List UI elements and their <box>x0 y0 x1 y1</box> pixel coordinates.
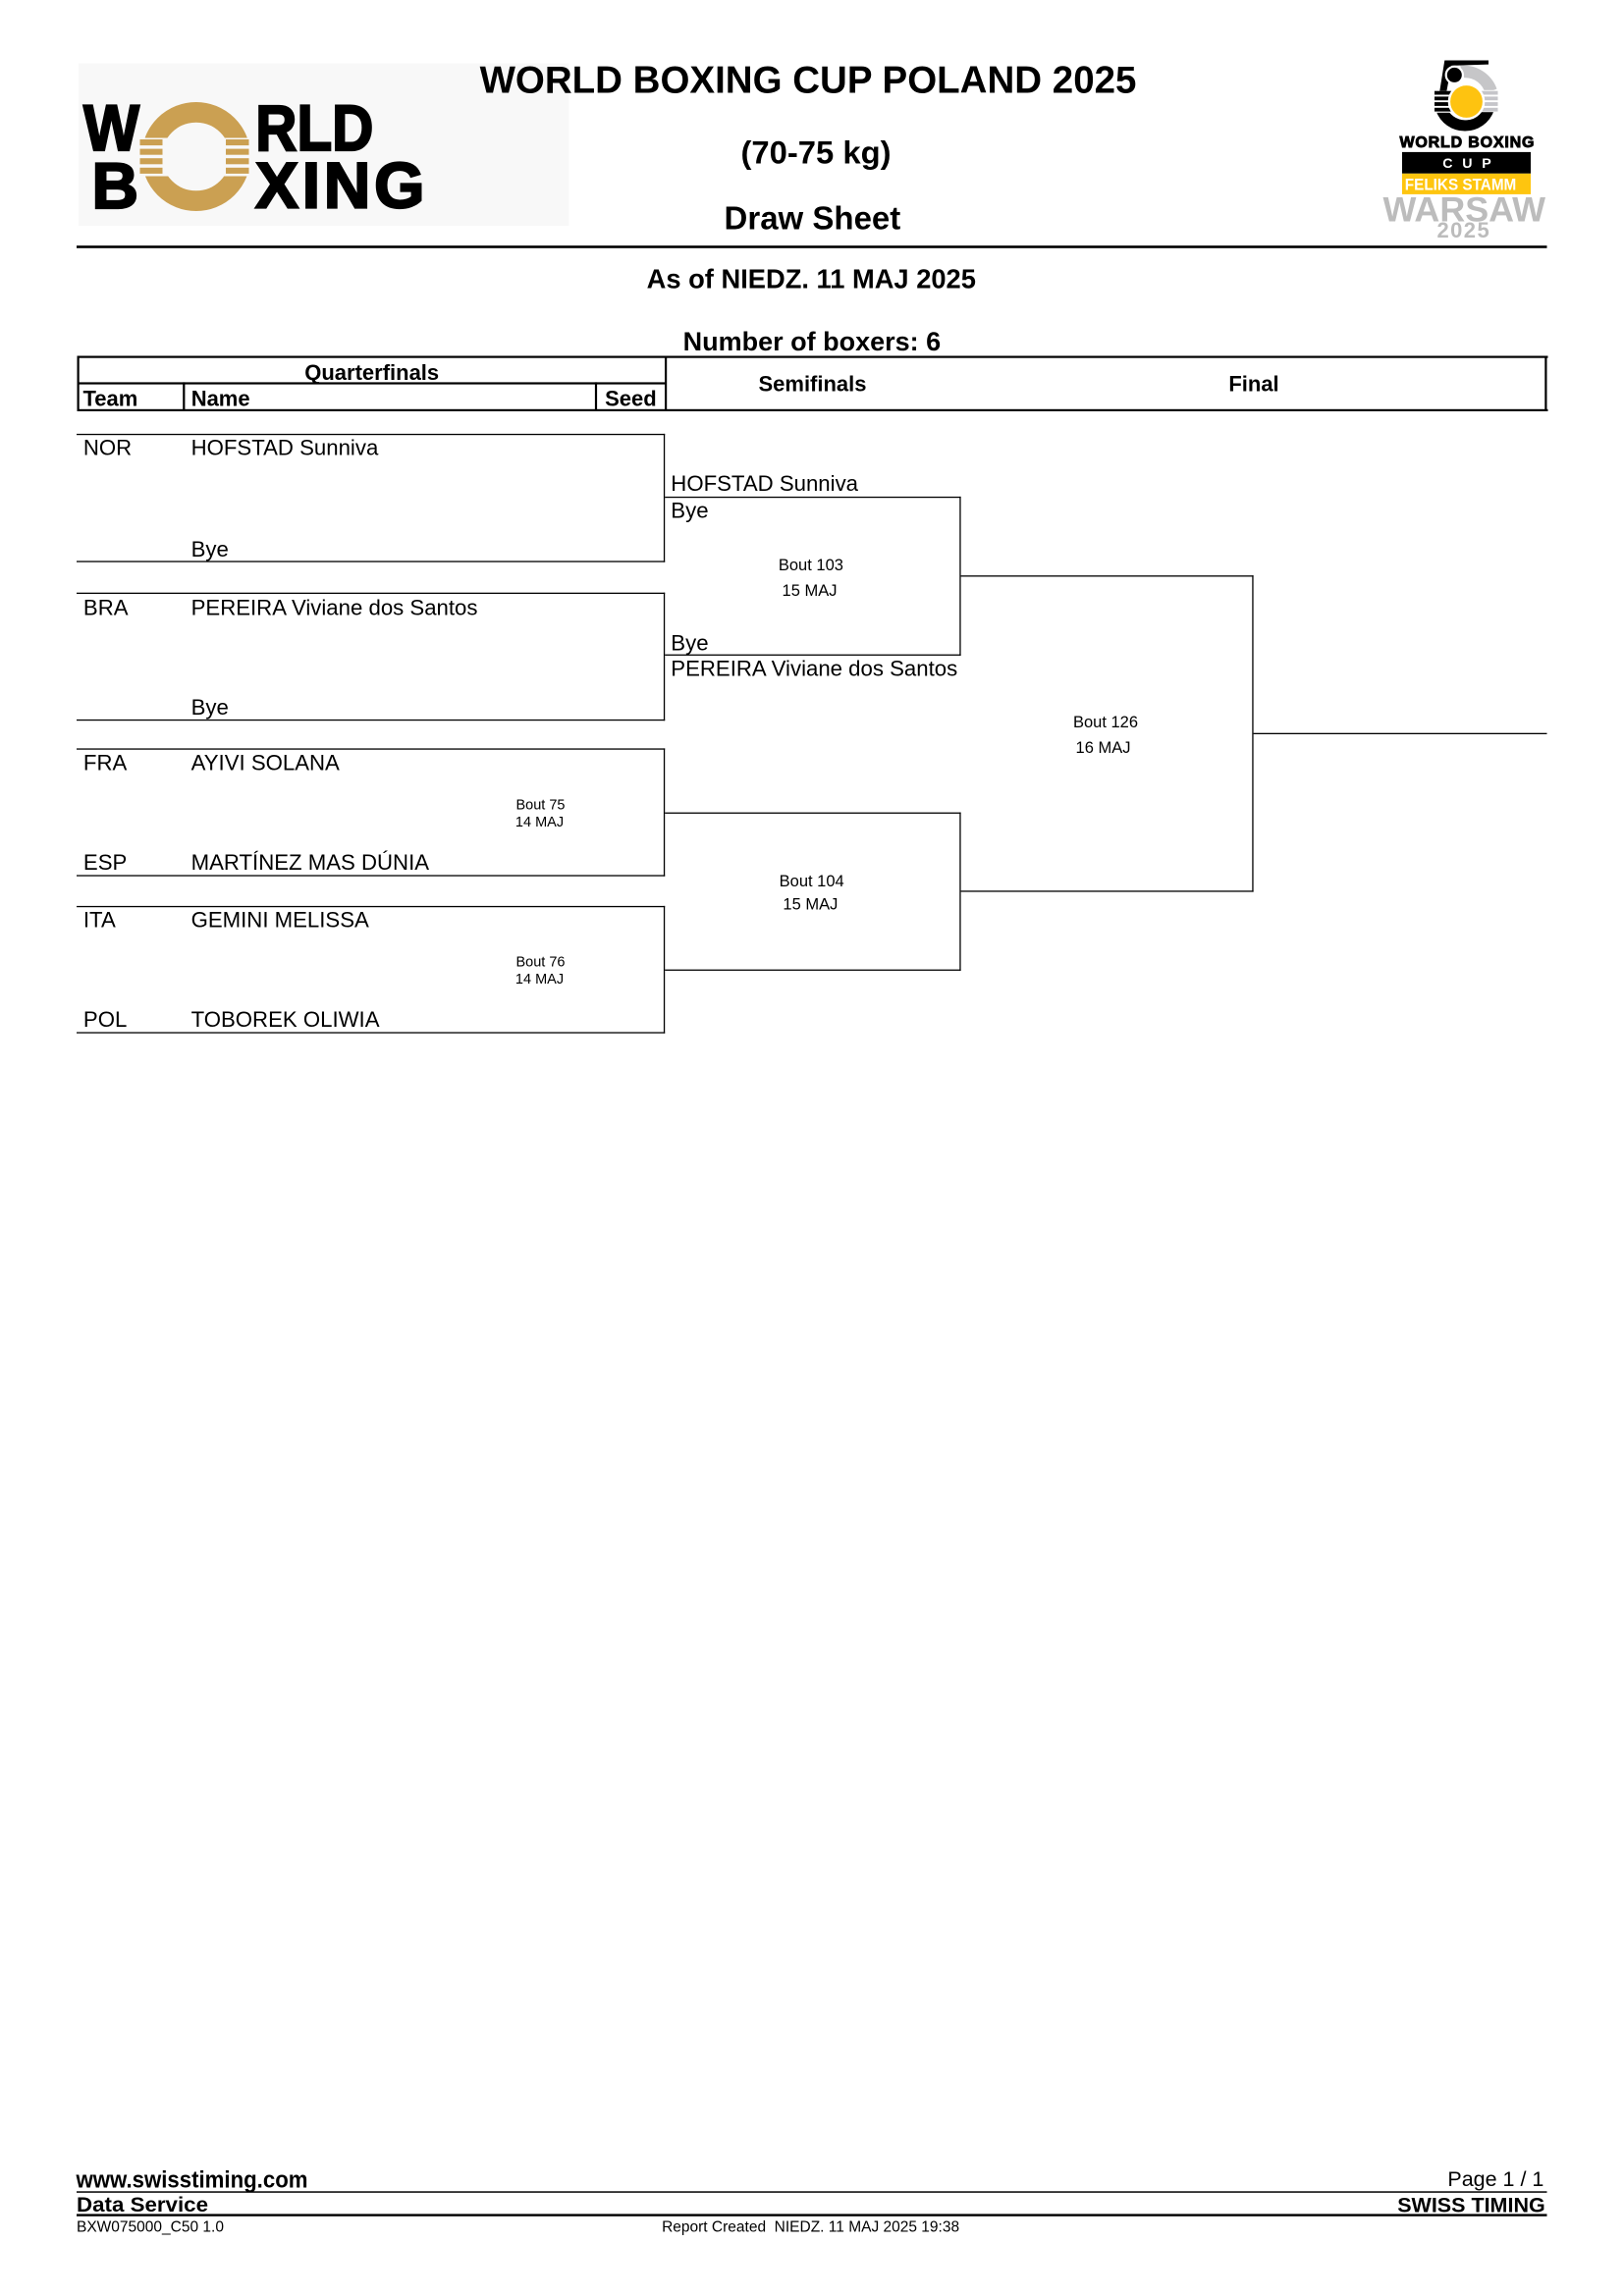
svg-text:Page 1 / 1: Page 1 / 1 <box>1447 2167 1543 2191</box>
svg-text:Bout 103: Bout 103 <box>779 557 843 574</box>
svg-text:Report Created NIEDZ. 11 MAJ: Report Created NIEDZ. 11 MAJ 2025 19:38 <box>662 2219 959 2236</box>
svg-text:16 MAJ: 16 MAJ <box>1076 739 1131 757</box>
svg-text:NOR: NOR <box>83 436 132 460</box>
svg-text:Bye: Bye <box>671 499 708 523</box>
svg-text:B: B <box>92 149 139 222</box>
svg-text:15 MAJ: 15 MAJ <box>783 896 838 914</box>
svg-text:Seed: Seed <box>605 387 657 411</box>
svg-text:SWISS TIMING: SWISS TIMING <box>1397 2194 1545 2217</box>
svg-text:HOFSTAD Sunniva: HOFSTAD Sunniva <box>191 436 379 460</box>
svg-text:POL: POL <box>83 1007 127 1032</box>
svg-text:AYIVI SOLANA: AYIVI SOLANA <box>191 751 340 775</box>
svg-text:Data Service: Data Service <box>77 2193 208 2216</box>
svg-text:GEMINI MELISSA: GEMINI MELISSA <box>191 908 369 933</box>
svg-text:Bout 75: Bout 75 <box>516 797 566 813</box>
svg-text:WORLD BOXING CUP POLAND 2025: WORLD BOXING CUP POLAND 2025 <box>480 60 1137 102</box>
svg-text:Bout 76: Bout 76 <box>516 955 566 971</box>
svg-text:MARTÍNEZ MAS DÚNIA: MARTÍNEZ MAS DÚNIA <box>191 850 430 875</box>
svg-text:2025: 2025 <box>1437 218 1489 242</box>
svg-text:TOBOREK OLIWIA: TOBOREK OLIWIA <box>191 1007 380 1032</box>
svg-text:BXW075000_C50 1.0: BXW075000_C50 1.0 <box>77 2219 224 2236</box>
svg-text:PEREIRA Viviane dos Santos: PEREIRA Viviane dos Santos <box>191 595 478 619</box>
svg-text:WORLD BOXING: WORLD BOXING <box>1400 134 1535 151</box>
svg-text:ITA: ITA <box>83 908 116 933</box>
svg-text:ESP: ESP <box>83 850 127 875</box>
svg-text:Final: Final <box>1228 372 1278 397</box>
svg-text:C U P: C U P <box>1442 156 1491 172</box>
svg-text:www.swisstiming.com: www.swisstiming.com <box>76 2167 308 2194</box>
svg-text:W: W <box>83 91 140 164</box>
svg-text:Quarterfinals: Quarterfinals <box>304 360 439 385</box>
svg-text:Draw Sheet: Draw Sheet <box>725 200 901 237</box>
svg-text:As of NIEDZ. 11 MAJ 2025: As of NIEDZ. 11 MAJ 2025 <box>647 264 976 294</box>
svg-text:Bye: Bye <box>671 631 708 656</box>
svg-text:Name: Name <box>191 387 250 411</box>
svg-text:PEREIRA Viviane dos Santos: PEREIRA Viviane dos Santos <box>671 657 957 681</box>
svg-text:14 MAJ: 14 MAJ <box>515 815 564 830</box>
svg-text:Bye: Bye <box>191 695 229 720</box>
svg-text:WARSAW: WARSAW <box>1383 191 1546 230</box>
svg-text:BRA: BRA <box>83 595 129 619</box>
svg-text:Team: Team <box>83 387 138 411</box>
svg-text:FELIKS STAMM: FELIKS STAMM <box>1405 177 1517 194</box>
svg-text:XING: XING <box>255 149 425 222</box>
svg-text:14 MAJ: 14 MAJ <box>515 972 564 988</box>
svg-text:(70-75 kg): (70-75 kg) <box>740 133 891 170</box>
svg-text:Bye: Bye <box>191 537 229 561</box>
svg-text:FRA: FRA <box>83 751 128 775</box>
svg-text:Semifinals: Semifinals <box>758 372 866 397</box>
svg-text:15 MAJ: 15 MAJ <box>783 582 838 600</box>
svg-text:Bout 104: Bout 104 <box>780 873 844 890</box>
svg-text:HOFSTAD Sunniva: HOFSTAD Sunniva <box>671 471 858 496</box>
svg-text:RLD: RLD <box>255 91 373 164</box>
svg-text:Number of boxers: 6: Number of boxers: 6 <box>683 327 942 356</box>
svg-text:Bout 126: Bout 126 <box>1073 714 1138 731</box>
